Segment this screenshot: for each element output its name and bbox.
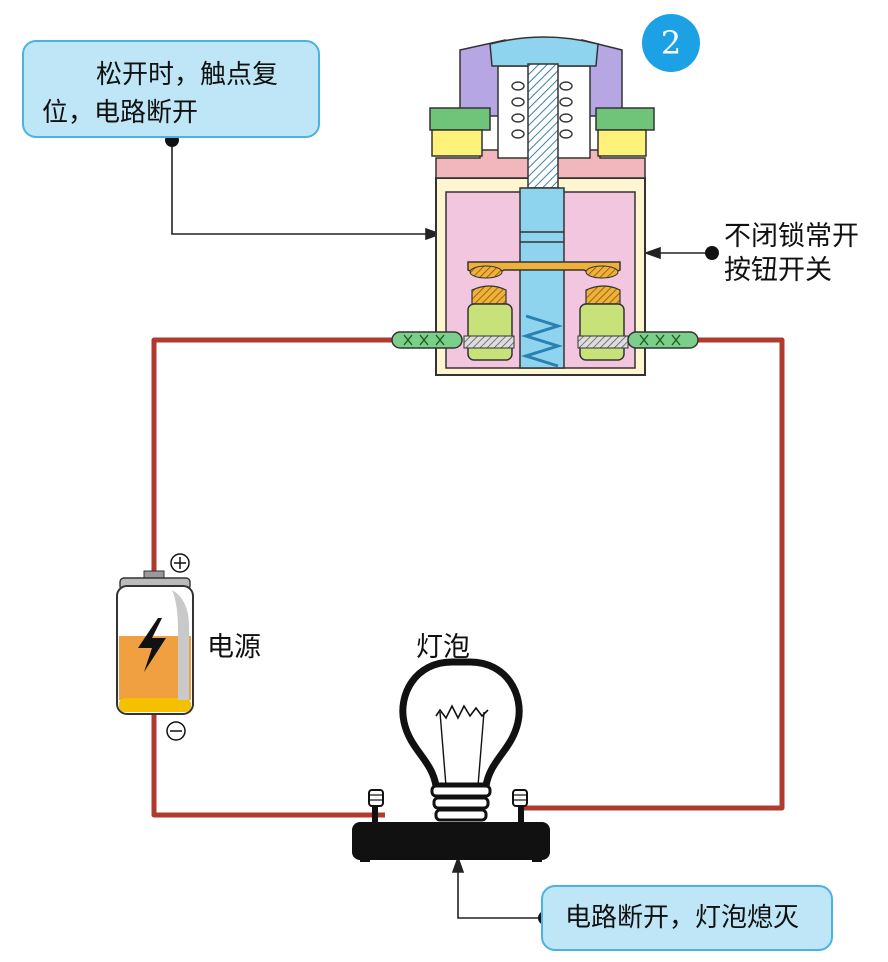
callout-release-contacts-reset: 松开时，触点复 位，电路断开 <box>22 40 320 138</box>
callout-top-line2: 位，电路断开 <box>42 98 199 128</box>
bulb-holder-base <box>352 822 550 860</box>
battery <box>116 553 194 741</box>
wire-right <box>520 337 785 811</box>
bulb-filament <box>435 704 489 720</box>
switch-type-label: 不闭锁常开 按钮开关 <box>724 220 874 288</box>
wire-left <box>151 337 392 575</box>
wire-insulator-right <box>627 331 699 349</box>
pointer-lines <box>171 140 712 919</box>
fixed-contact-left <box>467 285 513 361</box>
pointer-bottom-callout <box>457 872 545 919</box>
wire-battery-to-bulb <box>151 712 385 818</box>
negative-symbol <box>166 721 186 741</box>
return-spring <box>511 81 573 139</box>
push-button-switch <box>391 36 699 376</box>
bulb-label: 灯泡 <box>416 632 470 663</box>
pointer-bottom-arrowhead <box>451 855 465 873</box>
callout-top-line1: 松开时，触点复 <box>96 60 279 90</box>
pointer-dot-switch <box>705 246 719 260</box>
switch-label-line1: 不闭锁常开 <box>724 221 859 252</box>
switch-collar-right <box>597 129 647 157</box>
switch-nut-left <box>429 107 491 131</box>
fixed-contact-right <box>579 285 625 361</box>
switch-collar-left <box>431 129 483 157</box>
switch-nut-right <box>595 107 655 131</box>
positive-symbol <box>170 553 190 573</box>
step-number-badge: 2 <box>642 14 700 72</box>
callout-circuit-open-bulb-off: 电路断开，灯泡熄灭 <box>541 885 833 951</box>
switch-label-line2: 按钮开关 <box>724 255 832 286</box>
terminal-screw-left <box>463 335 515 349</box>
pointer-switch-arrowhead <box>643 246 661 260</box>
shaft-top <box>527 63 559 189</box>
wire-insulator-left <box>391 331 463 349</box>
wires <box>151 337 785 818</box>
terminal-screw-right <box>577 335 629 349</box>
battery-charge-level <box>119 636 191 700</box>
bulb-glass <box>399 658 523 790</box>
shaft-lower <box>519 187 565 369</box>
battery-label: 电源 <box>207 632 261 663</box>
holder-screw-left <box>368 789 384 807</box>
lower-spring <box>520 314 564 368</box>
light-bulb <box>399 658 523 842</box>
holder-screw-right <box>512 789 528 807</box>
pointer-top-callout <box>171 140 426 235</box>
lightning-bolt-icon <box>138 618 166 672</box>
pointer-top-arrowhead <box>425 227 443 241</box>
button-cap <box>489 36 599 67</box>
bulb-holder <box>352 789 550 862</box>
